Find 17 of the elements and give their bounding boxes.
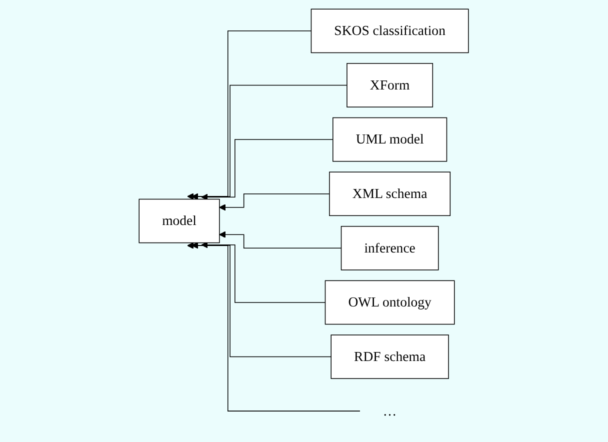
- arrow: [201, 139, 334, 200]
- node-box: OWL ontology: [325, 280, 455, 325]
- node-box: SKOS classification: [311, 8, 470, 54]
- arrow: [201, 242, 326, 303]
- arrow: [192, 242, 332, 358]
- node-text: …: [383, 403, 397, 418]
- node-box: inference: [341, 226, 439, 270]
- arrow: [219, 231, 342, 249]
- node-box: UML model: [332, 117, 448, 162]
- arrow: [187, 242, 361, 412]
- arrow: [187, 30, 312, 200]
- node-box: XML schema: [329, 172, 451, 216]
- arrow: [192, 84, 348, 200]
- arrow: [219, 193, 330, 211]
- node-box: XForm: [346, 63, 434, 108]
- node-box: RDF schema: [330, 334, 450, 379]
- node-box: model: [138, 198, 220, 244]
